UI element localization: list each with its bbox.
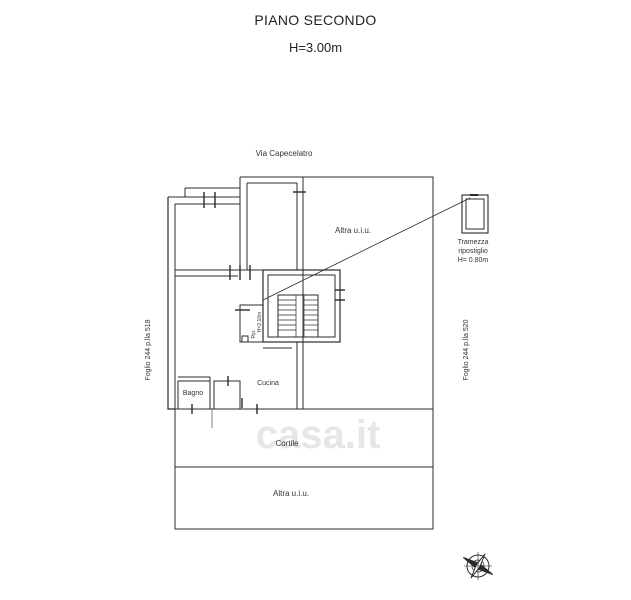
- cucina-label: Cucina: [257, 380, 279, 387]
- plan-lines: [167, 176, 489, 530]
- rip-height-label: H=2.10m: [257, 312, 263, 332]
- altra-uiu-top: [302, 176, 434, 410]
- plan-title: PIANO SECONDO: [254, 12, 377, 28]
- watermark: casa.it: [256, 413, 381, 457]
- altra-uiu-bottom-label: Altra u.i.u.: [273, 489, 309, 498]
- cortile-label: Cortile: [275, 439, 299, 448]
- altra-uiu-top-label: Altra u.i.u.: [335, 226, 371, 235]
- rip-label: Rip.: [251, 330, 257, 339]
- foglio-left-label: Foglio 244 p.lla 518: [145, 319, 152, 380]
- street-label: Via Capecelatro: [256, 149, 313, 158]
- foglio-right-label: Foglio 244 p.lla 520: [463, 319, 470, 380]
- ripostiglio-label: ripostiglio: [458, 248, 488, 255]
- plan-height: H=3.00m: [288, 40, 343, 55]
- bagno-label: Bagno: [183, 390, 203, 397]
- compass-rose-icon: [462, 552, 494, 580]
- tramezza-label: Tramezza: [458, 239, 489, 246]
- altra-uiu-bottom: [174, 466, 434, 530]
- tramezza-height-label: H= 0.80m: [458, 257, 489, 264]
